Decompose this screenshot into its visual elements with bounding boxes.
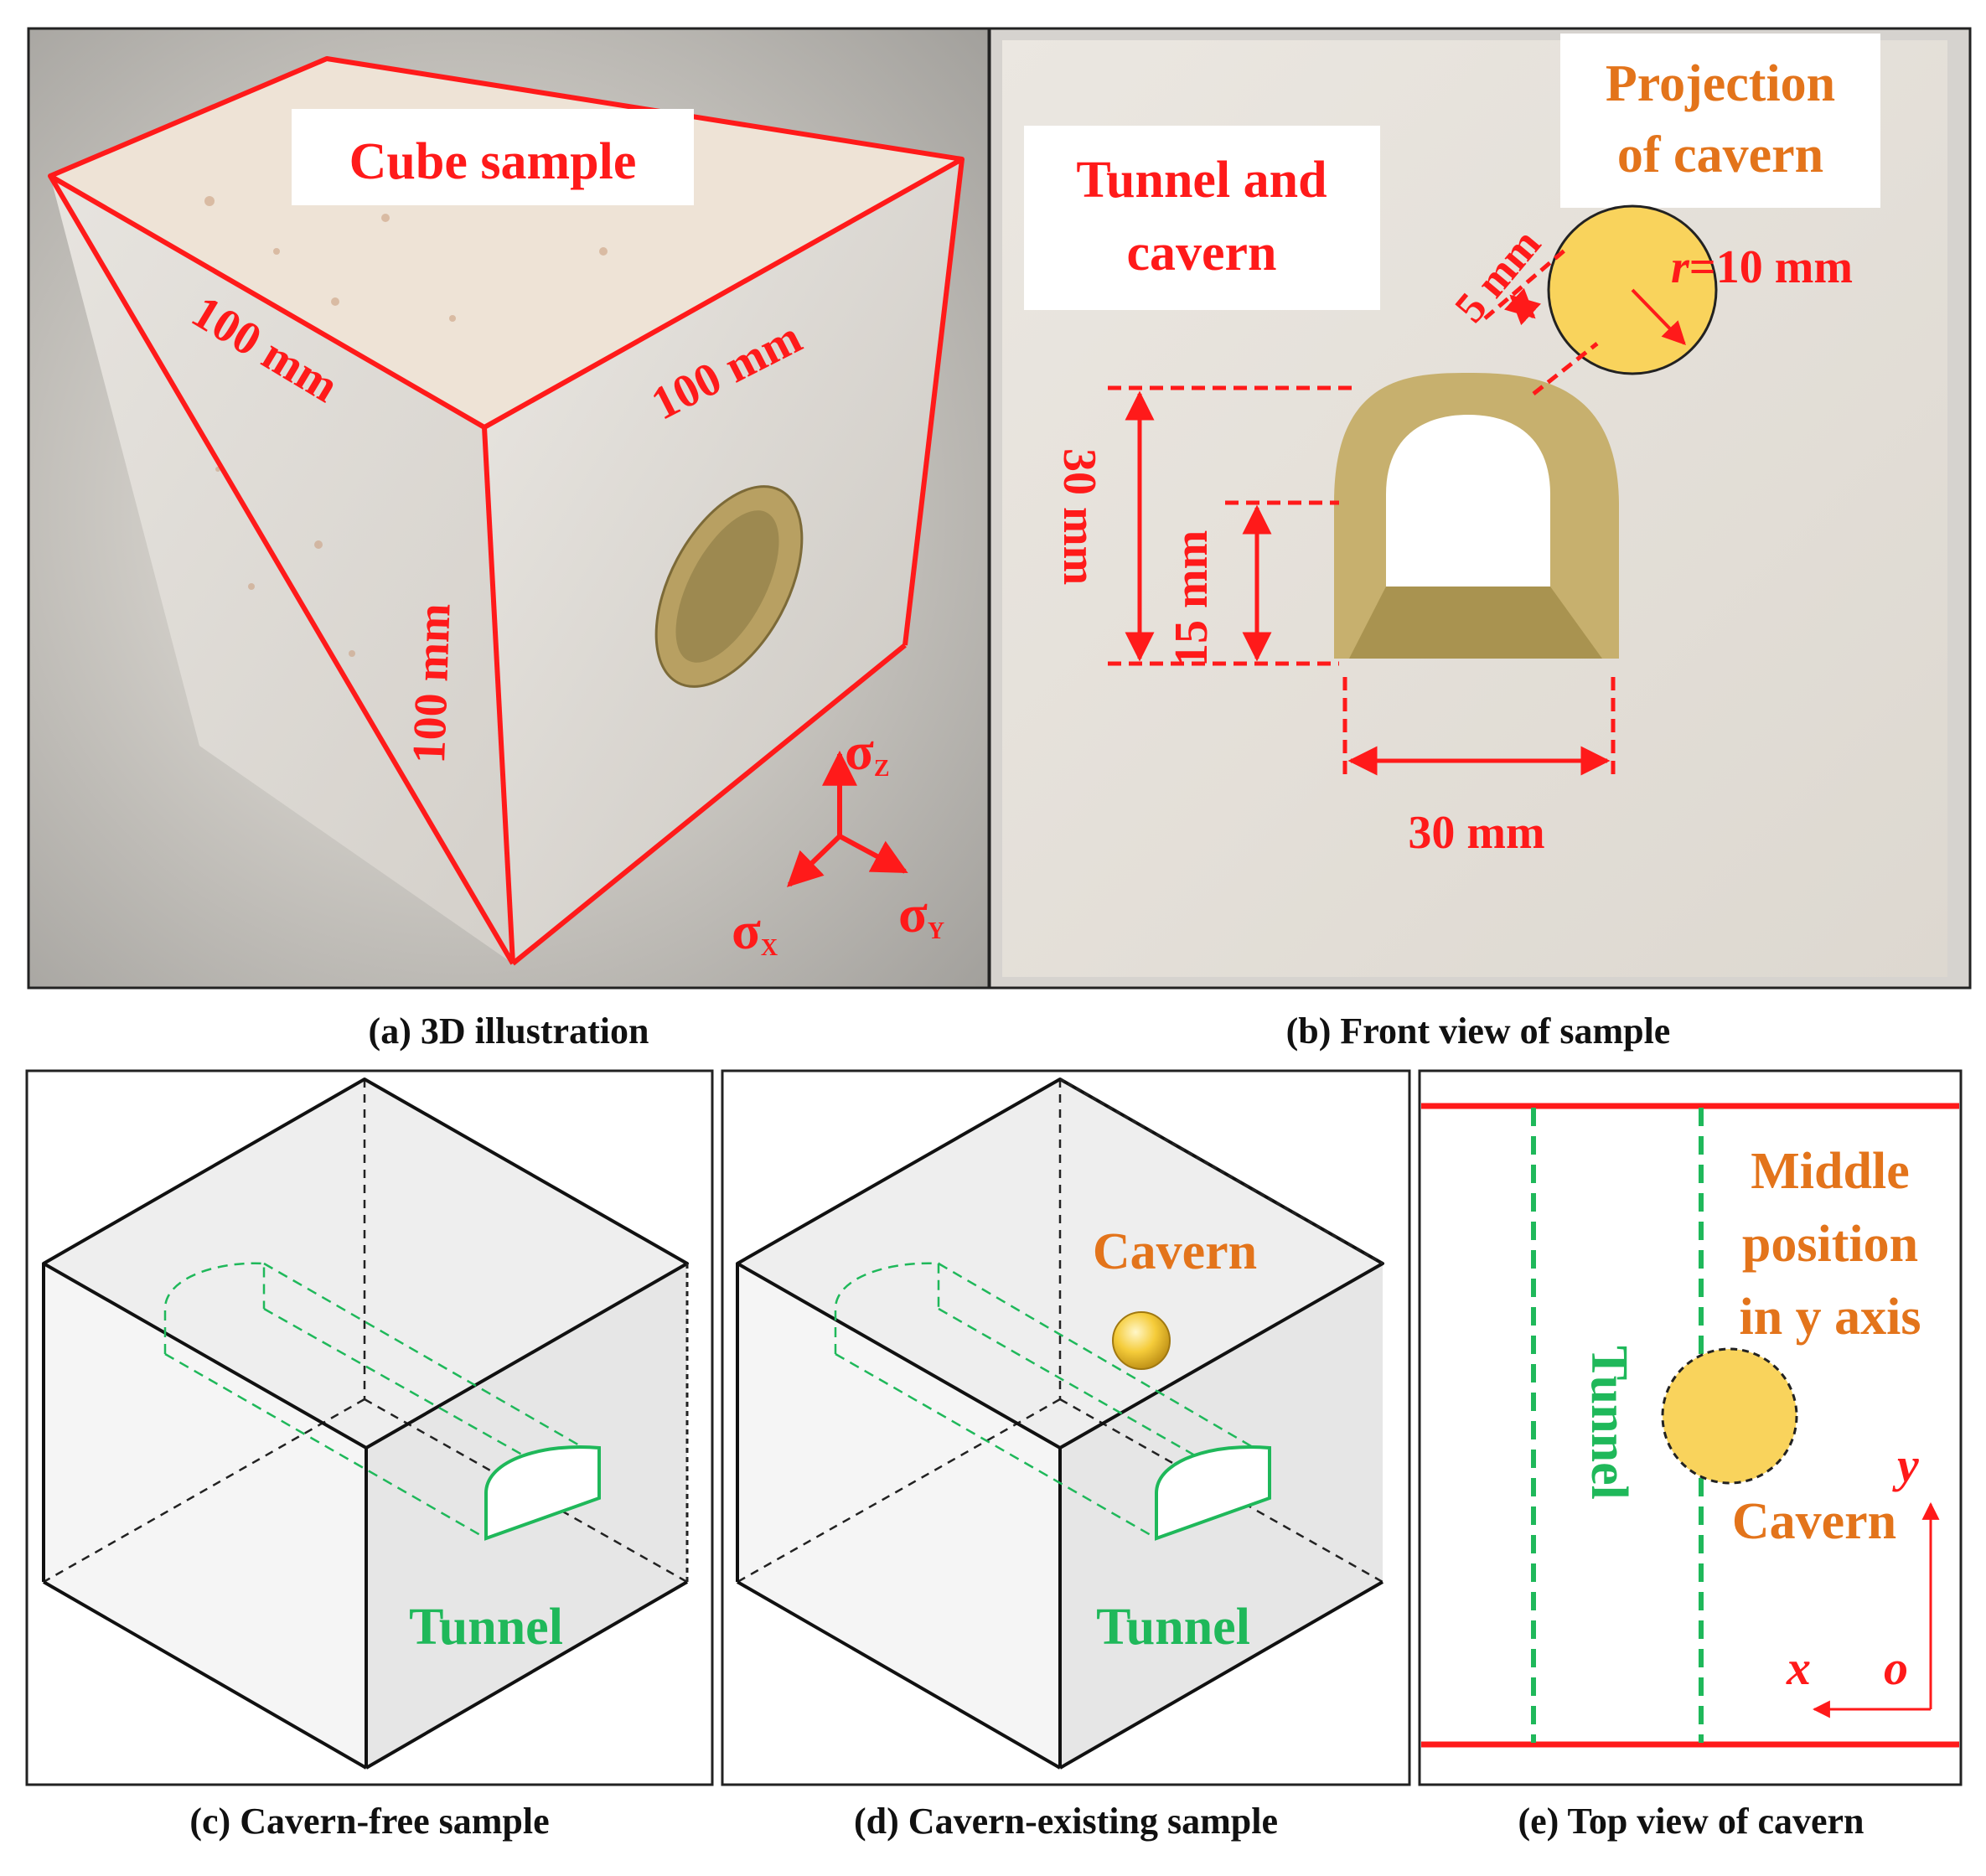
tunnel-floor — [1349, 587, 1602, 659]
cavern-e-label: Cavern — [1732, 1493, 1896, 1550]
middle-label-1: Middle — [1751, 1143, 1909, 1200]
tunnel-cavern-label-box — [1024, 126, 1380, 310]
dim-height-lines — [1108, 385, 1356, 666]
panel-d: Cavern Tunnel (d) Cavern-existing sample — [721, 1069, 1411, 1842]
middle-label-2: position — [1742, 1216, 1918, 1273]
cube-sample-label-box — [292, 109, 694, 205]
tunnel-cavern-label-1: Tunnel and — [1076, 152, 1327, 209]
projection-label-2: of cavern — [1617, 127, 1823, 183]
axis-y-label: y — [1892, 1438, 1919, 1492]
middle-label-3: in y axis — [1739, 1289, 1921, 1346]
sigma-x: σX — [732, 901, 778, 961]
dim-5mm-arrow — [1503, 287, 1542, 326]
projection-label-1: Projection — [1606, 55, 1835, 112]
caption-d: (d) Cavern-existing sample — [854, 1801, 1278, 1842]
dim-15mm-label: 15 mm — [1166, 530, 1218, 667]
caption-c: (c) Cavern-free sample — [189, 1801, 549, 1842]
panel-e: Tunnel Middle position in y axis Cavern … — [1418, 1069, 1963, 1842]
cavern-d-label: Cavern — [1093, 1223, 1257, 1280]
cavern-top-view — [1661, 1347, 1798, 1485]
tunnel-inner-photo — [675, 510, 779, 663]
dim-5mm-lines — [1483, 248, 1599, 395]
tunnel-d-hidden — [834, 1262, 1270, 1540]
tunnel-c-face — [484, 1445, 601, 1541]
projection-label-box — [1560, 34, 1880, 208]
cube-top-face — [50, 59, 962, 427]
tunnel-e-label: Tunnel — [1580, 1346, 1637, 1500]
panel-a: Cube sample 100 mm 100 mm 100 mm σZ σX σ… — [27, 27, 990, 1052]
stress-axes — [786, 750, 908, 887]
dim-vertical-label: 100 mm — [403, 602, 461, 764]
tunnel-hole — [1386, 415, 1550, 587]
tunnel-d-label: Tunnel — [1096, 1599, 1250, 1656]
cube-edges — [48, 56, 965, 966]
dim-width-lines — [1342, 677, 1616, 781]
caption-a: (a) 3D illustration — [369, 1010, 649, 1052]
dim-30mm-height-label: 30 mm — [1053, 448, 1105, 585]
tunnel-d-face — [1155, 1445, 1271, 1541]
cube-d-left — [737, 1264, 1060, 1768]
cube-d-top-right-edge-dashed — [1059, 1078, 1383, 1265]
panel-c: Tunnel (c) Cavern-free sample — [25, 1069, 714, 1842]
axis-x-label: x — [1786, 1641, 1811, 1695]
cavern-radius-arrow — [1631, 288, 1686, 346]
panel-b: Tunnel and cavern Projection of cavern r… — [988, 27, 1972, 1052]
cube-sample-label: Cube sample — [349, 133, 637, 190]
axis-o-label: o — [1884, 1641, 1908, 1695]
sigma-z: σZ — [845, 721, 890, 782]
cube-c-left — [44, 1264, 366, 1768]
cavern-ball — [1112, 1311, 1171, 1370]
dim-30mm-width-label: 30 mm — [1408, 807, 1544, 859]
caption-b: (b) Front view of sample — [1286, 1010, 1671, 1052]
sigma-y: σY — [898, 884, 944, 944]
tunnel-cavern-label-2: cavern — [1126, 225, 1276, 282]
cavern-radius-label: r=10 mm — [1671, 241, 1853, 293]
caption-e: (e) Top view of cavern — [1518, 1801, 1864, 1842]
tunnel-c-label: Tunnel — [409, 1599, 563, 1656]
